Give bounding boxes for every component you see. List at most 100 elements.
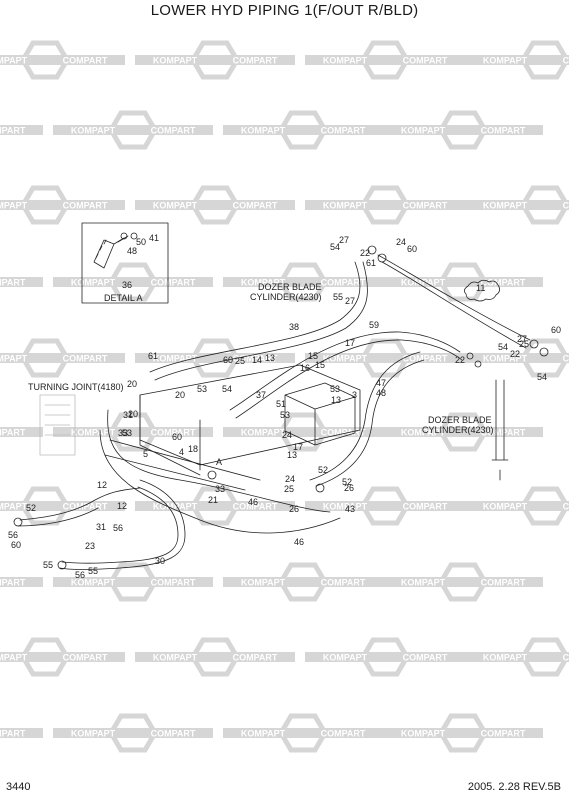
svg-text:KOMPAPT: KOMPAPT	[483, 354, 528, 364]
hose-23-b	[17, 507, 99, 527]
callout-label: 25	[519, 339, 529, 349]
detail-a-block	[93, 235, 129, 269]
callout-label: 55	[43, 560, 53, 570]
pipe-dozer-right-1	[377, 254, 531, 341]
callout-label: 11	[476, 283, 485, 293]
callout-label: 46	[248, 497, 258, 507]
callout-label: 17	[345, 338, 355, 348]
svg-text:COMPART: COMPART	[151, 126, 196, 136]
detail-a-box	[81, 222, 169, 304]
callout-label: 48	[127, 246, 137, 256]
svg-text:COMPART: COMPART	[403, 653, 448, 663]
callout-label: 53	[197, 384, 207, 394]
frame-diag	[104, 439, 261, 491]
svg-text:KOMPAPT: KOMPAPT	[241, 278, 286, 288]
callout-label: 24	[282, 430, 292, 440]
watermark-tile: KOMPAPT COMPART	[53, 412, 213, 452]
revision-date: 2005. 2.28 REV.5B	[467, 781, 561, 793]
callout-label: 56	[113, 523, 123, 533]
svg-text:KOMPAPT: KOMPAPT	[71, 126, 116, 136]
frame-block-front	[139, 394, 201, 476]
callout-label: 31	[96, 522, 106, 532]
caption-dozer-right-1: DOZER BLADE	[428, 415, 492, 425]
callout-label: 43	[345, 504, 355, 514]
callout-label: 50	[136, 237, 146, 247]
watermark-tile: KOMPAPT COMPART	[53, 110, 213, 150]
svg-text:KOMPAPT: KOMPAPT	[71, 278, 116, 288]
callout-label: 53	[330, 384, 340, 394]
callout-label: 24	[285, 474, 295, 484]
caption-dozer-left-1: DOZER BLADE	[258, 282, 322, 292]
pipe-right-loop-1	[309, 351, 421, 481]
svg-text:COMPART: COMPART	[563, 354, 569, 364]
callout-label: 4	[179, 447, 184, 457]
svg-text:COMPART: COMPART	[151, 428, 196, 438]
svg-text:COMPART: COMPART	[63, 56, 108, 66]
callout-label: 23	[85, 541, 95, 551]
callout-label: 56	[75, 570, 85, 580]
svg-text:COMPART: COMPART	[233, 354, 278, 364]
callout-label: 25	[235, 356, 245, 366]
callout-label: 60	[223, 355, 233, 365]
svg-text:COMPART: COMPART	[321, 126, 366, 136]
svg-text:COMPART: COMPART	[233, 56, 278, 66]
pipe-dozer-right-2	[381, 261, 527, 349]
dozer-cylinder-right	[491, 379, 509, 481]
svg-text:COMPART: COMPART	[63, 653, 108, 663]
callout-label: 60	[407, 244, 417, 254]
callout-label: 30	[155, 556, 165, 566]
svg-text:COMPART: COMPART	[481, 729, 526, 739]
svg-text:COMPART: COMPART	[63, 201, 108, 211]
callout-label: 13	[265, 353, 275, 363]
svg-text:KOMPAPT: KOMPAPT	[0, 56, 28, 66]
svg-text:KOMPAPT: KOMPAPT	[153, 201, 198, 211]
callout-label: 33	[118, 428, 128, 438]
callout-label: 55	[333, 292, 343, 302]
caption-detail-a: DETAIL A	[104, 293, 143, 303]
svg-text:COMPART: COMPART	[321, 729, 366, 739]
svg-text:COMPART: COMPART	[563, 653, 569, 663]
callout-label: 21	[208, 495, 218, 505]
svg-text:KOMPAPT: KOMPAPT	[0, 354, 28, 364]
callout-label: 26	[344, 483, 354, 493]
svg-text:COMPART: COMPART	[63, 502, 108, 512]
svg-text:KOMPAPT: KOMPAPT	[483, 201, 528, 211]
svg-text:KOMPAPT: KOMPAPT	[0, 653, 28, 663]
callout-label: 12	[97, 480, 107, 490]
callout-label: 36	[122, 280, 132, 290]
svg-text:KOMPAPT: KOMPAPT	[483, 502, 528, 512]
callout-label: 59	[369, 320, 379, 330]
callout-label: 41	[149, 233, 159, 243]
svg-text:COMPART: COMPART	[233, 653, 278, 663]
svg-text:KOMPAPT: KOMPAPT	[71, 428, 116, 438]
callout-label: 13	[331, 395, 341, 405]
callout-label: 33	[215, 484, 225, 494]
callout-label: 22	[455, 355, 465, 365]
page-title: LOWER HYD PIPING 1(F/OUT R/BLD)	[150, 2, 419, 19]
callout-label: 46	[294, 537, 304, 547]
callout-label: 14	[252, 355, 262, 365]
callout-label: 22	[510, 349, 520, 359]
svg-text:COMPART: COMPART	[0, 729, 26, 739]
callout-label: 60	[11, 540, 21, 550]
callout-label: 54	[498, 342, 508, 352]
svg-text:COMPART: COMPART	[0, 428, 26, 438]
callout-label: 12	[117, 501, 127, 511]
svg-text:KOMPAPT: KOMPAPT	[153, 502, 198, 512]
callout-label: 18	[188, 444, 198, 454]
callout-label: 13	[287, 450, 297, 460]
